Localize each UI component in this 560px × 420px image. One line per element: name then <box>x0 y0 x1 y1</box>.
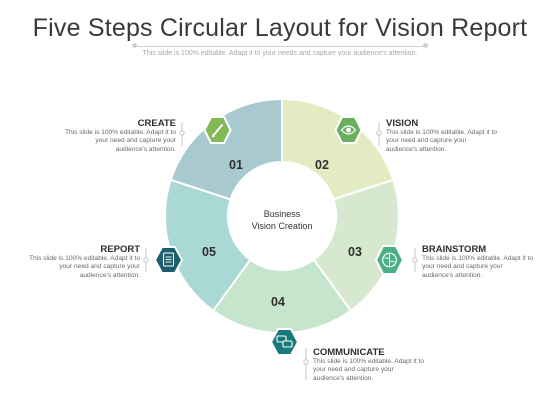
step-desc-communicate: This slide is 100% editable. Adapt it to… <box>313 358 425 382</box>
connector-dot-vision <box>376 130 382 136</box>
segment-04 <box>163 178 252 313</box>
segment-number-05: 05 <box>202 245 216 259</box>
segment-number-04: 04 <box>271 295 285 309</box>
connector-dot-report <box>143 257 149 263</box>
brain-icon <box>374 245 405 275</box>
connector-dot-brainstorm <box>412 257 418 263</box>
connector-dot-create <box>179 130 185 136</box>
step-title-communicate: COMMUNICATE <box>313 347 385 358</box>
segment-number-02: 02 <box>315 158 329 172</box>
step-title-create: CREATE <box>137 118 176 129</box>
step-title-brainstorm: BRAINSTORM <box>422 244 487 255</box>
step-title-vision: VISION <box>386 118 419 129</box>
segment-01 <box>281 97 395 201</box>
center-label-line2: Vision Creation <box>252 221 313 231</box>
title-rule-dot-right <box>423 43 428 48</box>
segment-03 <box>211 258 353 334</box>
segment-number-03: 03 <box>348 245 362 259</box>
step-title-report: REPORT <box>100 244 140 255</box>
segment-number-01: 01 <box>229 158 243 172</box>
page-title: Five Steps Circular Layout for Vision Re… <box>32 14 528 42</box>
pencil-icon <box>203 116 232 144</box>
title-rule-dot-left <box>132 43 137 48</box>
step-desc-vision: This slide is 100% editable. Adapt it to… <box>386 129 498 153</box>
step-desc-brainstorm: This slide is 100% editable. Adapt it to… <box>422 255 534 279</box>
connector-dot-communicate <box>303 359 309 365</box>
center-label-line1: Business <box>264 209 301 219</box>
step-desc-report: This slide is 100% editable. Adapt it to… <box>28 255 140 279</box>
center-circle <box>230 164 334 268</box>
step-desc-create: This slide is 100% editable. Adapt it to… <box>64 129 176 153</box>
title-divider <box>135 46 425 47</box>
page-subtitle: This slide is 100% editable. Adapt it to… <box>142 50 418 57</box>
chat-icon <box>269 328 300 356</box>
report-icon <box>153 246 184 274</box>
eye-icon <box>334 116 363 144</box>
segment-02 <box>312 178 401 313</box>
segment-05 <box>169 97 283 201</box>
